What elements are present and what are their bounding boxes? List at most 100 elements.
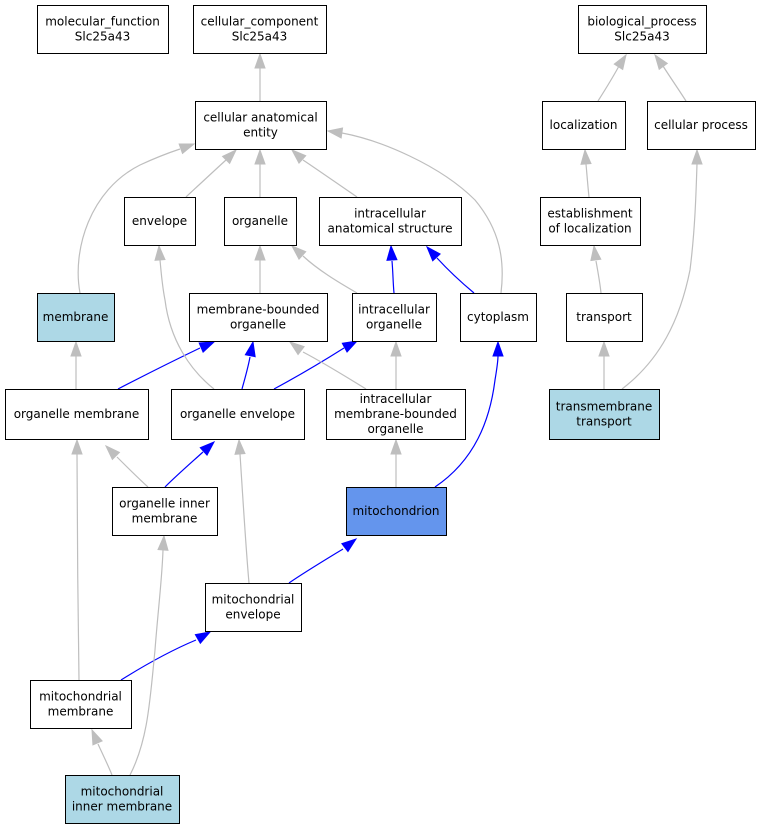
node-box <box>195 101 327 150</box>
arrowhead <box>199 441 216 456</box>
node-label: Slc25a43 <box>75 30 130 44</box>
edge-oe-to-env <box>154 244 215 390</box>
node-label: organelle <box>367 422 423 436</box>
node-box <box>647 101 756 150</box>
node-label: organelle <box>232 214 288 228</box>
edge-imbo-to-io <box>390 340 402 390</box>
arrowhead <box>326 127 344 139</box>
node-box <box>5 389 149 440</box>
edge-cp-to-bp <box>654 53 687 102</box>
node-cyt[interactable]: cytoplasm <box>460 293 537 342</box>
node-tr[interactable]: transport <box>566 293 643 342</box>
edge-line <box>341 132 503 294</box>
node-label: membrane-bounded <box>334 407 457 421</box>
node-box <box>326 389 466 440</box>
edge-io-to-ias <box>386 244 398 294</box>
arrowhead <box>104 444 121 461</box>
edge-mito-to-cyt <box>434 340 504 488</box>
edge-menv-to-oe <box>234 438 250 584</box>
node-env[interactable]: envelope <box>124 197 196 246</box>
arrowhead <box>194 631 212 645</box>
node-label: envelope <box>132 214 187 228</box>
node-box <box>189 293 328 342</box>
edge-tmt-to-tr <box>598 340 610 389</box>
edge-menv-to-mito <box>288 538 358 584</box>
node-mito[interactable]: mitochondrion <box>346 487 447 536</box>
edge-cae-to-cc <box>254 52 266 101</box>
edges-layer <box>70 52 703 776</box>
arrowhead <box>254 148 266 165</box>
arrowhead <box>244 340 256 358</box>
node-label: intracellular <box>360 392 432 406</box>
edge-line <box>662 65 687 102</box>
arrowhead <box>221 148 238 165</box>
edge-imbo-to-mbo <box>288 341 367 390</box>
edge-mito-to-imbo <box>390 438 402 487</box>
node-label: cellular_component <box>201 15 319 29</box>
node-label: cellular anatomical <box>203 111 317 125</box>
arrowhead <box>390 438 402 455</box>
node-om[interactable]: organelle membrane <box>5 389 149 440</box>
arrowhead <box>426 245 441 262</box>
node-label: intracellular <box>358 303 430 317</box>
node-box <box>542 101 626 150</box>
node-label: organelle inner <box>119 497 210 511</box>
edge-eol-to-loc <box>580 148 592 198</box>
node-label: cytoplasm <box>467 310 529 324</box>
edge-line <box>436 257 475 294</box>
arrowhead <box>598 340 610 357</box>
node-label: anatomical structure <box>328 222 453 236</box>
edge-mmem-to-menv <box>120 631 212 681</box>
arrowhead <box>154 244 166 261</box>
nodes-layer: molecular_functionSlc25a43cellular_compo… <box>5 5 756 824</box>
node-label: Slc25a43 <box>614 30 669 44</box>
node-box <box>30 680 132 729</box>
node-oe[interactable]: organelle envelope <box>171 389 305 440</box>
arrowhead <box>590 244 602 262</box>
node-label: molecular_function <box>45 15 160 29</box>
edge-line <box>164 451 204 488</box>
edge-oe-to-mbo <box>241 340 256 390</box>
node-label: organelle membrane <box>14 407 140 421</box>
node-label: membrane-bounded <box>197 303 320 317</box>
edge-mem-to-cae <box>77 143 196 294</box>
arrowhead <box>157 534 169 551</box>
node-cp[interactable]: cellular process <box>647 101 756 150</box>
edge-line <box>434 355 499 488</box>
node-box <box>205 583 302 632</box>
node-label: intracellular <box>354 207 426 221</box>
edge-line <box>241 356 251 390</box>
edge-oe-to-io <box>273 340 359 390</box>
edge-io-to-org <box>290 245 358 294</box>
edge-line <box>597 65 620 102</box>
node-box <box>319 197 462 246</box>
node-label: mitochondrial <box>81 785 164 799</box>
node-loc[interactable]: localization <box>542 101 626 150</box>
node-org[interactable]: organelle <box>224 197 297 246</box>
node-box <box>549 389 660 440</box>
node-label: establishment <box>547 207 633 221</box>
node-mem[interactable]: membrane <box>37 293 115 342</box>
edge-mim-to-oim <box>129 534 169 776</box>
node-label: localization <box>550 118 618 132</box>
edge-line <box>288 548 344 584</box>
arrowhead <box>178 143 196 155</box>
edge-mmem-to-om <box>71 438 83 681</box>
edge-line <box>117 347 201 390</box>
node-label: organelle envelope <box>180 407 295 421</box>
